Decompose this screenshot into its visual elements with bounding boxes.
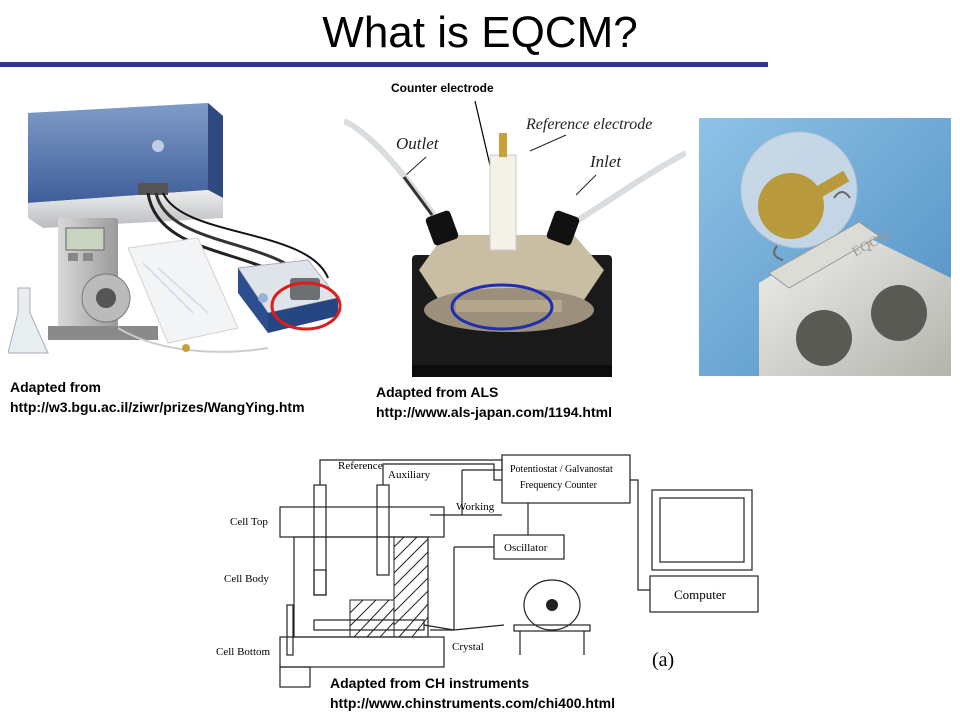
diagram-working-label: Working [456,501,495,513]
left-caption-line1: Adapted from [10,379,101,395]
bottom-figure-caption: Adapted from CH instruments http://www.c… [330,673,615,713]
center-caption-source-url: http://www.als-japan.com/1194.html [376,404,612,420]
diagram-reference-label: Reference [338,460,383,472]
diagram-cell-body-label: Cell Body [224,573,269,585]
bottom-caption-source-url: http://www.chinstruments.com/chi400.html [330,695,615,711]
center-caption-line1: Adapted from ALS [376,384,499,400]
inlet-label: Inlet [589,152,622,171]
bottom-caption-line1: Adapted from CH instruments [330,675,530,691]
diagram-computer-label: Computer [674,587,727,602]
instrument-photo [8,98,348,378]
outlet-label: Outlet [396,134,440,153]
reference-electrode-label: Reference electrode [525,116,652,133]
diagram-potentiostat-label: Potentiostat / Galvanostat [510,464,613,475]
counter-electrode-label: Counter electrode [391,81,494,95]
slide-title: What is EQCM? [322,8,638,57]
center-figure-caption: Adapted from ALS http://www.als-japan.co… [376,382,612,422]
left-caption-source-url: http://w3.bgu.ac.il/ziwr/prizes/WangYing… [10,399,305,415]
title-underline [0,62,768,67]
left-figure-caption: Adapted from http://w3.bgu.ac.il/ziwr/pr… [10,377,305,417]
diagram-panel-label: (a) [652,649,674,671]
diagram-oscillator-label: Oscillator [504,542,548,554]
diagram-auxiliary-label: Auxiliary [388,469,431,481]
diagram-cell-top-label: Cell Top [230,516,268,528]
diagram-cell-bottom-label: Cell Bottom [216,646,271,658]
diagram-crystal-label: Crystal [452,641,484,653]
crystal-closeup-photo: EQCM [699,118,951,376]
als-cell-photo: Outlet Reference electrode Inlet [344,95,686,385]
diagram-frequency-counter-label: Frequency Counter [520,480,598,491]
